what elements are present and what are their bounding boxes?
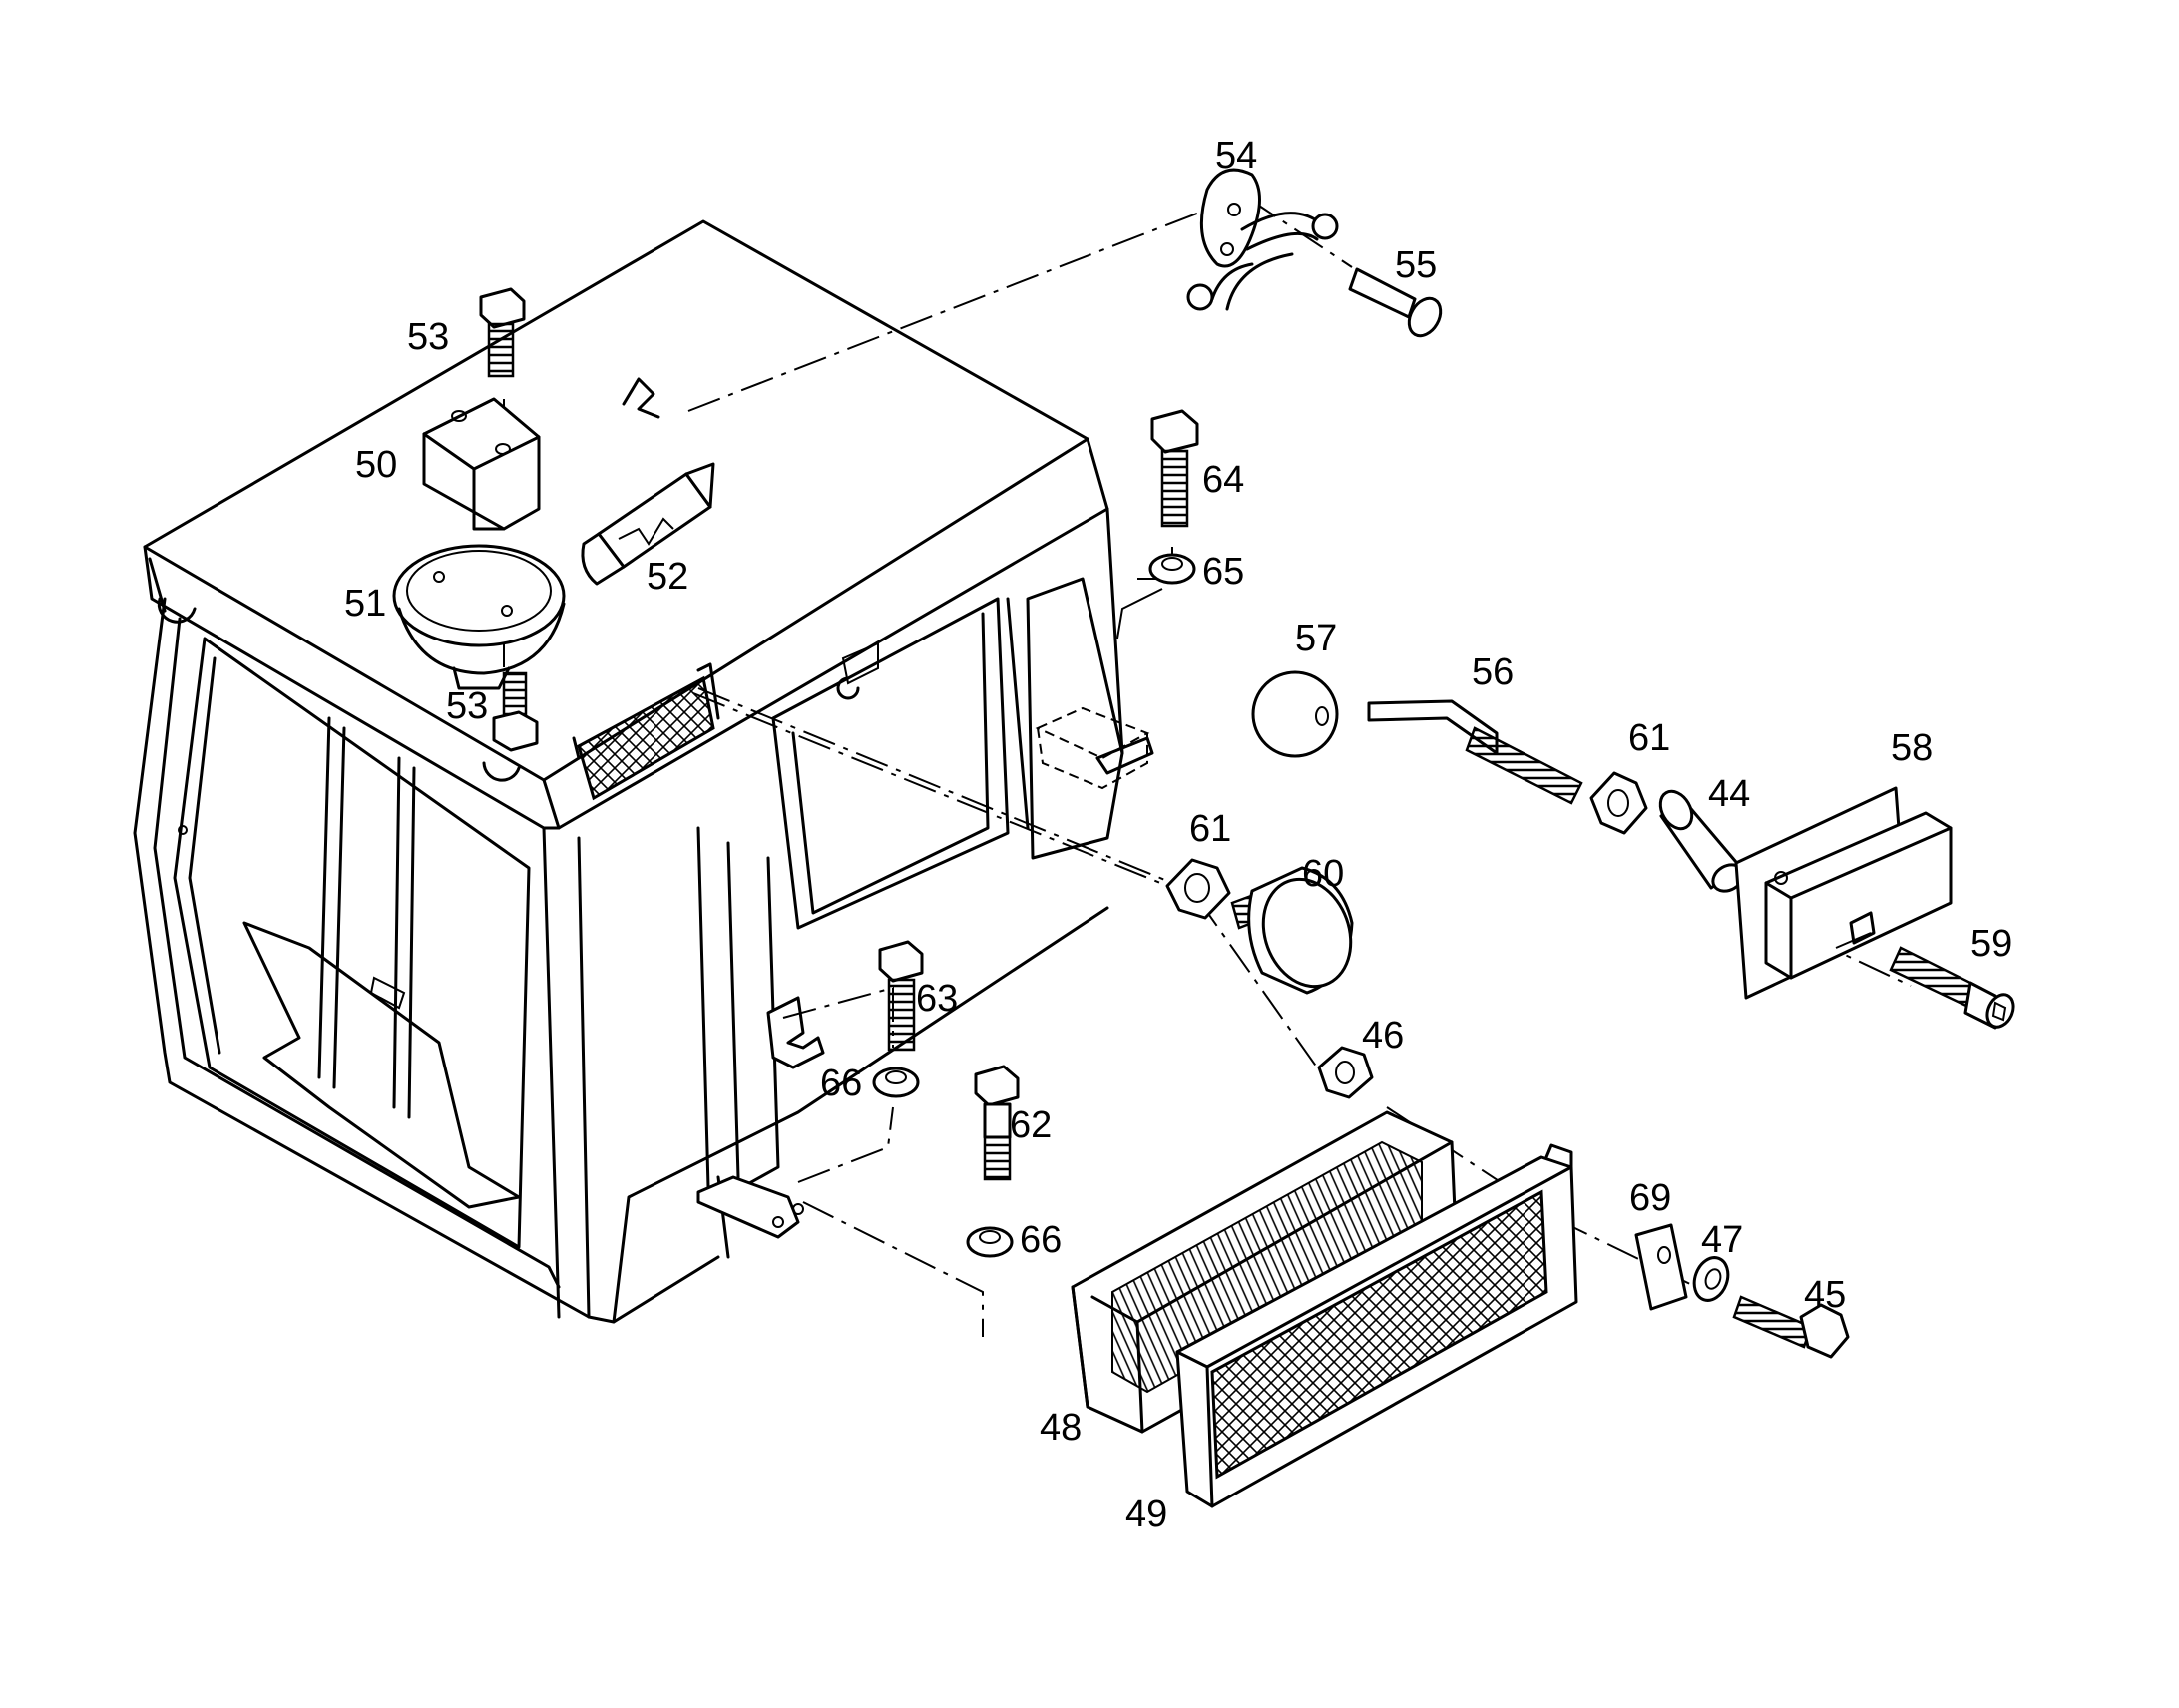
callout-53-top: 53 (407, 316, 449, 358)
callout-65: 65 (1202, 551, 1244, 593)
callout-66-bottom: 66 (1020, 1219, 1062, 1261)
callout-66-top: 66 (820, 1063, 862, 1104)
part-66-lock-washer-bottom (966, 1226, 1014, 1258)
part-63-bolt (878, 940, 924, 1052)
part-61-nut-right (1589, 771, 1648, 835)
part-65-lock-washer (1148, 553, 1196, 585)
part-clip (622, 377, 660, 419)
part-62-bolt (974, 1065, 1020, 1181)
part-64-bolt (1150, 409, 1199, 528)
part-47-washer (1692, 1256, 1730, 1302)
part-56-lever (1367, 699, 1583, 805)
part-45-bolt (1732, 1295, 1850, 1359)
callout-54: 54 (1215, 135, 1257, 177)
callout-45: 45 (1804, 1274, 1846, 1316)
callout-51: 51 (344, 583, 386, 625)
callouts: 54 55 53 50 64 52 65 51 57 56 53 61 58 4… (344, 135, 2012, 1535)
callout-61-right: 61 (1628, 717, 1670, 759)
part-58-lock (1734, 786, 1953, 1000)
callout-55: 55 (1395, 244, 1437, 286)
callout-48: 48 (1040, 1407, 1082, 1449)
callout-61-center: 61 (1189, 808, 1231, 850)
part-53-bolt-top (479, 287, 526, 378)
part-49-filter-screen (1175, 1143, 1578, 1508)
callout-64: 64 (1202, 459, 1244, 501)
part-55-screw (1348, 267, 1443, 338)
part-69-plate (1634, 1223, 1688, 1311)
callout-62: 62 (1010, 1104, 1052, 1146)
part-50-block (422, 397, 541, 531)
part-52-bulb (581, 462, 715, 586)
part-44-spacer (1658, 789, 1745, 893)
part-61-nut-center (1165, 858, 1231, 920)
part-53-bolt-bottom (492, 671, 539, 752)
part-59-cap-screw (1889, 946, 2015, 1030)
callout-58: 58 (1891, 727, 1933, 769)
callout-57: 57 (1295, 618, 1337, 659)
callout-53-bottom: 53 (446, 685, 488, 727)
part-46-nut (1317, 1046, 1374, 1099)
part-54-coat-hook (1186, 168, 1339, 311)
callout-60: 60 (1302, 853, 1344, 895)
callout-49: 49 (1125, 1494, 1167, 1535)
callout-59: 59 (1970, 923, 2012, 965)
part-51-dome-light (392, 544, 566, 690)
callout-50: 50 (355, 444, 397, 486)
callout-44: 44 (1708, 773, 1750, 815)
callout-56: 56 (1472, 651, 1514, 693)
part-60-rubber-bumper (1230, 866, 1354, 995)
callout-52: 52 (647, 556, 688, 598)
callout-63: 63 (916, 978, 958, 1020)
part-57-knob (1251, 670, 1339, 758)
callout-46: 46 (1362, 1015, 1404, 1057)
cab-body (133, 219, 1154, 1324)
part-66-lock-washer-top (872, 1067, 920, 1098)
callout-69: 69 (1629, 1177, 1671, 1219)
callout-47: 47 (1701, 1219, 1743, 1261)
